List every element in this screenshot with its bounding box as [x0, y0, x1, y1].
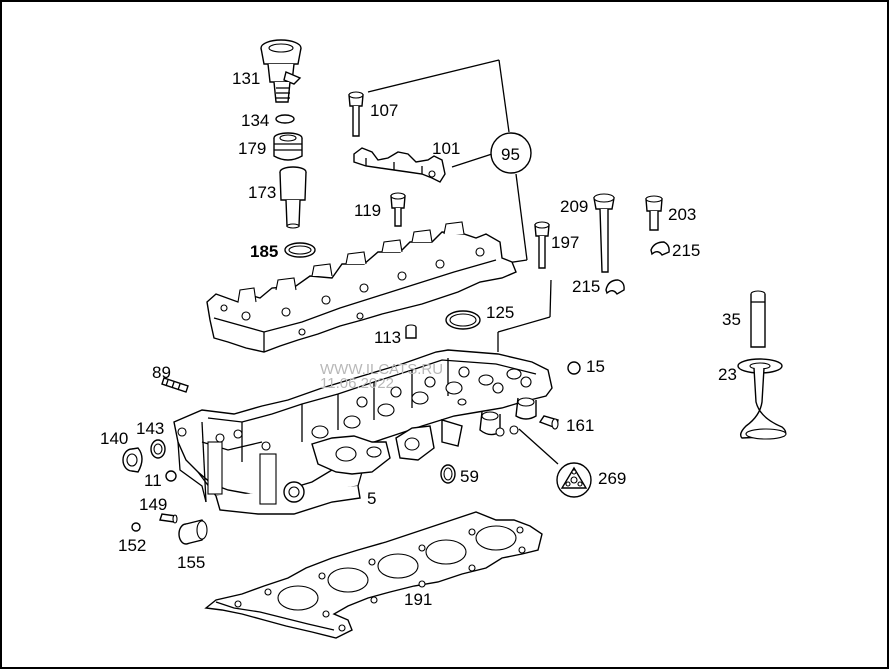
part-101-bearing-cap[interactable] [353, 147, 446, 183]
part-197-bolt[interactable] [497, 221, 552, 352]
callout-5[interactable]: 5 [367, 489, 376, 508]
watermark-date: 11.06.2022 [320, 375, 394, 392]
part-185-oring[interactable] [284, 242, 316, 258]
part-125-seal[interactable] [445, 310, 481, 330]
callout-179[interactable]: 179 [238, 139, 266, 158]
callout-59[interactable]: 59 [460, 467, 479, 486]
part-134-oring[interactable] [275, 114, 295, 124]
callout-269[interactable]: 269 [598, 469, 626, 488]
part-215-washer-left[interactable] [605, 279, 625, 295]
part-35-valve-guide[interactable] [750, 290, 766, 348]
callout-95[interactable]: 95 [501, 145, 520, 164]
part-107-bolt[interactable] [348, 91, 364, 137]
part-209-bolt[interactable] [593, 193, 615, 273]
part-173-drawing[interactable] [279, 166, 307, 229]
callout-215-left[interactable]: 215 [572, 277, 600, 296]
part-203-bolt[interactable] [645, 195, 663, 231]
callout-149[interactable]: 149 [139, 495, 167, 514]
watermark-site: WWW.ILCATS.RU [320, 361, 443, 378]
callout-173[interactable]: 173 [248, 183, 276, 202]
callout-191[interactable]: 191 [404, 590, 432, 609]
camshaft-carrier[interactable] [206, 221, 517, 353]
part-149-pin[interactable] [159, 513, 178, 524]
part-59-plug[interactable] [440, 464, 456, 484]
part-215-washer-right[interactable] [650, 241, 670, 256]
part-89-stud[interactable] [161, 377, 189, 393]
part-179-drawing[interactable] [273, 132, 303, 161]
callout-152[interactable]: 152 [118, 536, 146, 555]
callout-155[interactable]: 155 [177, 553, 205, 572]
callout-119[interactable]: 119 [354, 201, 381, 220]
callout-134[interactable]: 134 [241, 111, 269, 130]
part-143-ring[interactable] [150, 439, 166, 459]
part-119-bolt[interactable] [390, 192, 406, 227]
cylinder-head[interactable] [173, 349, 553, 515]
part-15-plug[interactable] [567, 361, 581, 375]
part-152-ball[interactable] [131, 522, 141, 532]
callout-140[interactable]: 140 [100, 429, 128, 448]
callout-185[interactable]: 185 [250, 242, 278, 261]
part-95-group-ref[interactable] [367, 59, 532, 265]
callout-143[interactable]: 143 [136, 419, 164, 438]
callout-215-right[interactable]: 215 [672, 241, 700, 260]
callout-11[interactable]: 11 [144, 471, 162, 490]
callout-161[interactable]: 161 [566, 416, 594, 435]
callout-203[interactable]: 203 [668, 205, 696, 224]
part-191-head-gasket[interactable] [204, 511, 543, 639]
part-161-plug[interactable] [538, 415, 559, 430]
part-269-flange[interactable] [518, 428, 592, 498]
part-23-valve[interactable] [737, 358, 787, 440]
part-11-ball[interactable] [165, 470, 177, 482]
callout-15[interactable]: 15 [586, 357, 605, 376]
part-131-drawing[interactable] [260, 39, 302, 103]
callout-101[interactable]: 101 [432, 139, 460, 158]
callout-35[interactable]: 35 [722, 310, 741, 329]
part-113-dowel[interactable] [405, 324, 417, 339]
callout-23[interactable]: 23 [718, 365, 737, 384]
callout-89[interactable]: 89 [152, 363, 171, 382]
callout-113[interactable]: 113 [374, 328, 401, 347]
callout-107[interactable]: 107 [370, 101, 398, 120]
callout-125[interactable]: 125 [486, 303, 514, 322]
part-140-plug[interactable] [122, 447, 143, 473]
callout-197[interactable]: 197 [551, 233, 579, 252]
callout-209[interactable]: 209 [560, 197, 588, 216]
callout-131[interactable]: 131 [232, 69, 260, 88]
part-155-sleeve[interactable] [178, 519, 208, 545]
